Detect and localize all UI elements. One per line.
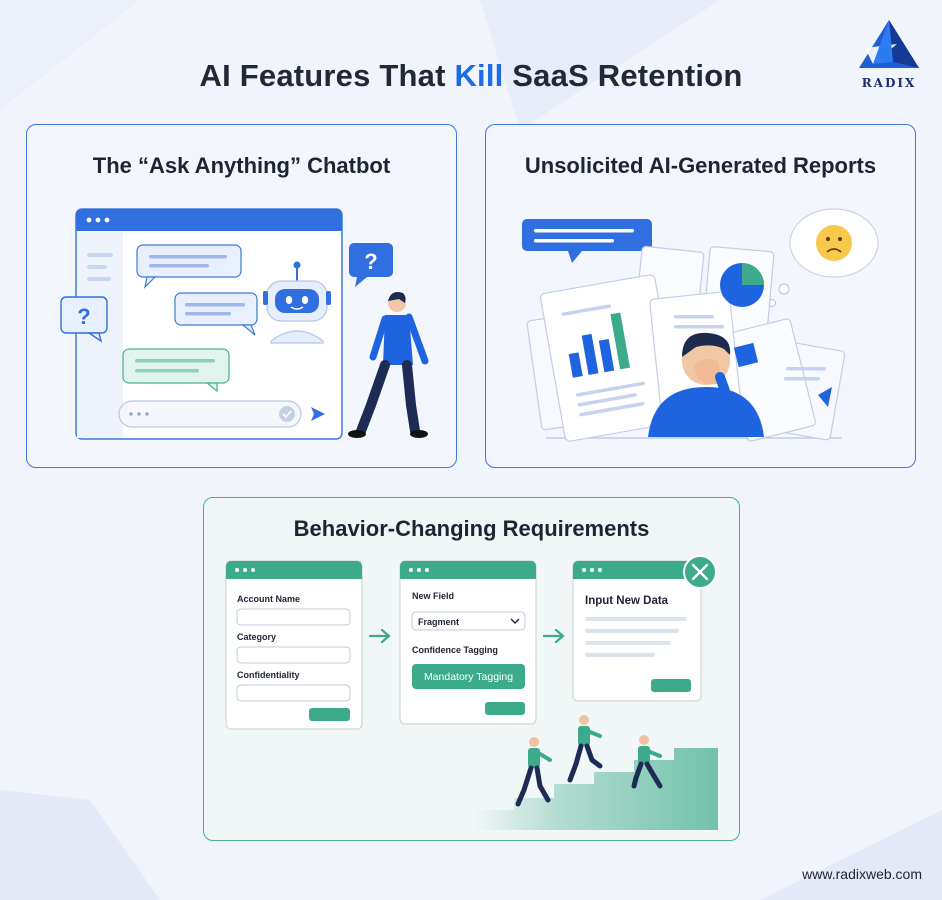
form-window-1: Account Name Category Confidentiality [225, 560, 363, 730]
footer-url[interactable]: www.radixweb.com [802, 866, 922, 882]
confidentiality-label: Confidentiality [237, 670, 300, 680]
pyramid-logo-icon [859, 20, 919, 68]
svg-text:?: ? [77, 304, 90, 329]
form-window-2: New Field Fragment Confidence Tagging Ma… [399, 560, 537, 725]
reports-illustration [522, 208, 879, 442]
reports-card-title: Unsolicited AI-Generated Reports [524, 153, 877, 178]
logo-text: RADIX [861, 76, 917, 90]
svg-text:?: ? [364, 249, 377, 274]
form-window-3: Input New Data [572, 560, 702, 702]
chevron-down-icon [510, 618, 520, 624]
requirements-card-title: Behavior-Changing Requirements [293, 516, 650, 541]
category-label: Category [237, 632, 276, 642]
reports-card: Unsolicited AI-Generated Reports [485, 124, 916, 468]
fragment-dropdown-value: Fragment [418, 617, 459, 627]
title-accent: Kill [454, 58, 504, 93]
chatbot-card-title: The “Ask Anything” Chatbot [92, 153, 391, 178]
account-name-label: Account Name [237, 594, 300, 604]
page-title: AI Features That Kill SaaS Retention [199, 58, 743, 93]
close-icon [683, 555, 717, 589]
input-new-data-title: Input New Data [585, 595, 669, 607]
requirements-card: Behavior-Changing Requirements Account N… [203, 497, 740, 841]
new-field-label: New Field [412, 591, 454, 601]
requirements-illustration: Account Name Category Confidentiality Ne… [225, 555, 718, 830]
confidence-tagging-label: Confidence Tagging [412, 645, 498, 655]
fragment-dropdown [411, 611, 526, 631]
mandatory-tagging-button [412, 664, 525, 689]
radix-logo: RADIX [853, 18, 925, 92]
mandatory-tagging-text: Mandatory Tagging [424, 671, 513, 683]
chatbot-card: The “Ask Anything” Chatbot ? [26, 124, 457, 468]
chatbot-illustration: ? ? [60, 208, 429, 440]
